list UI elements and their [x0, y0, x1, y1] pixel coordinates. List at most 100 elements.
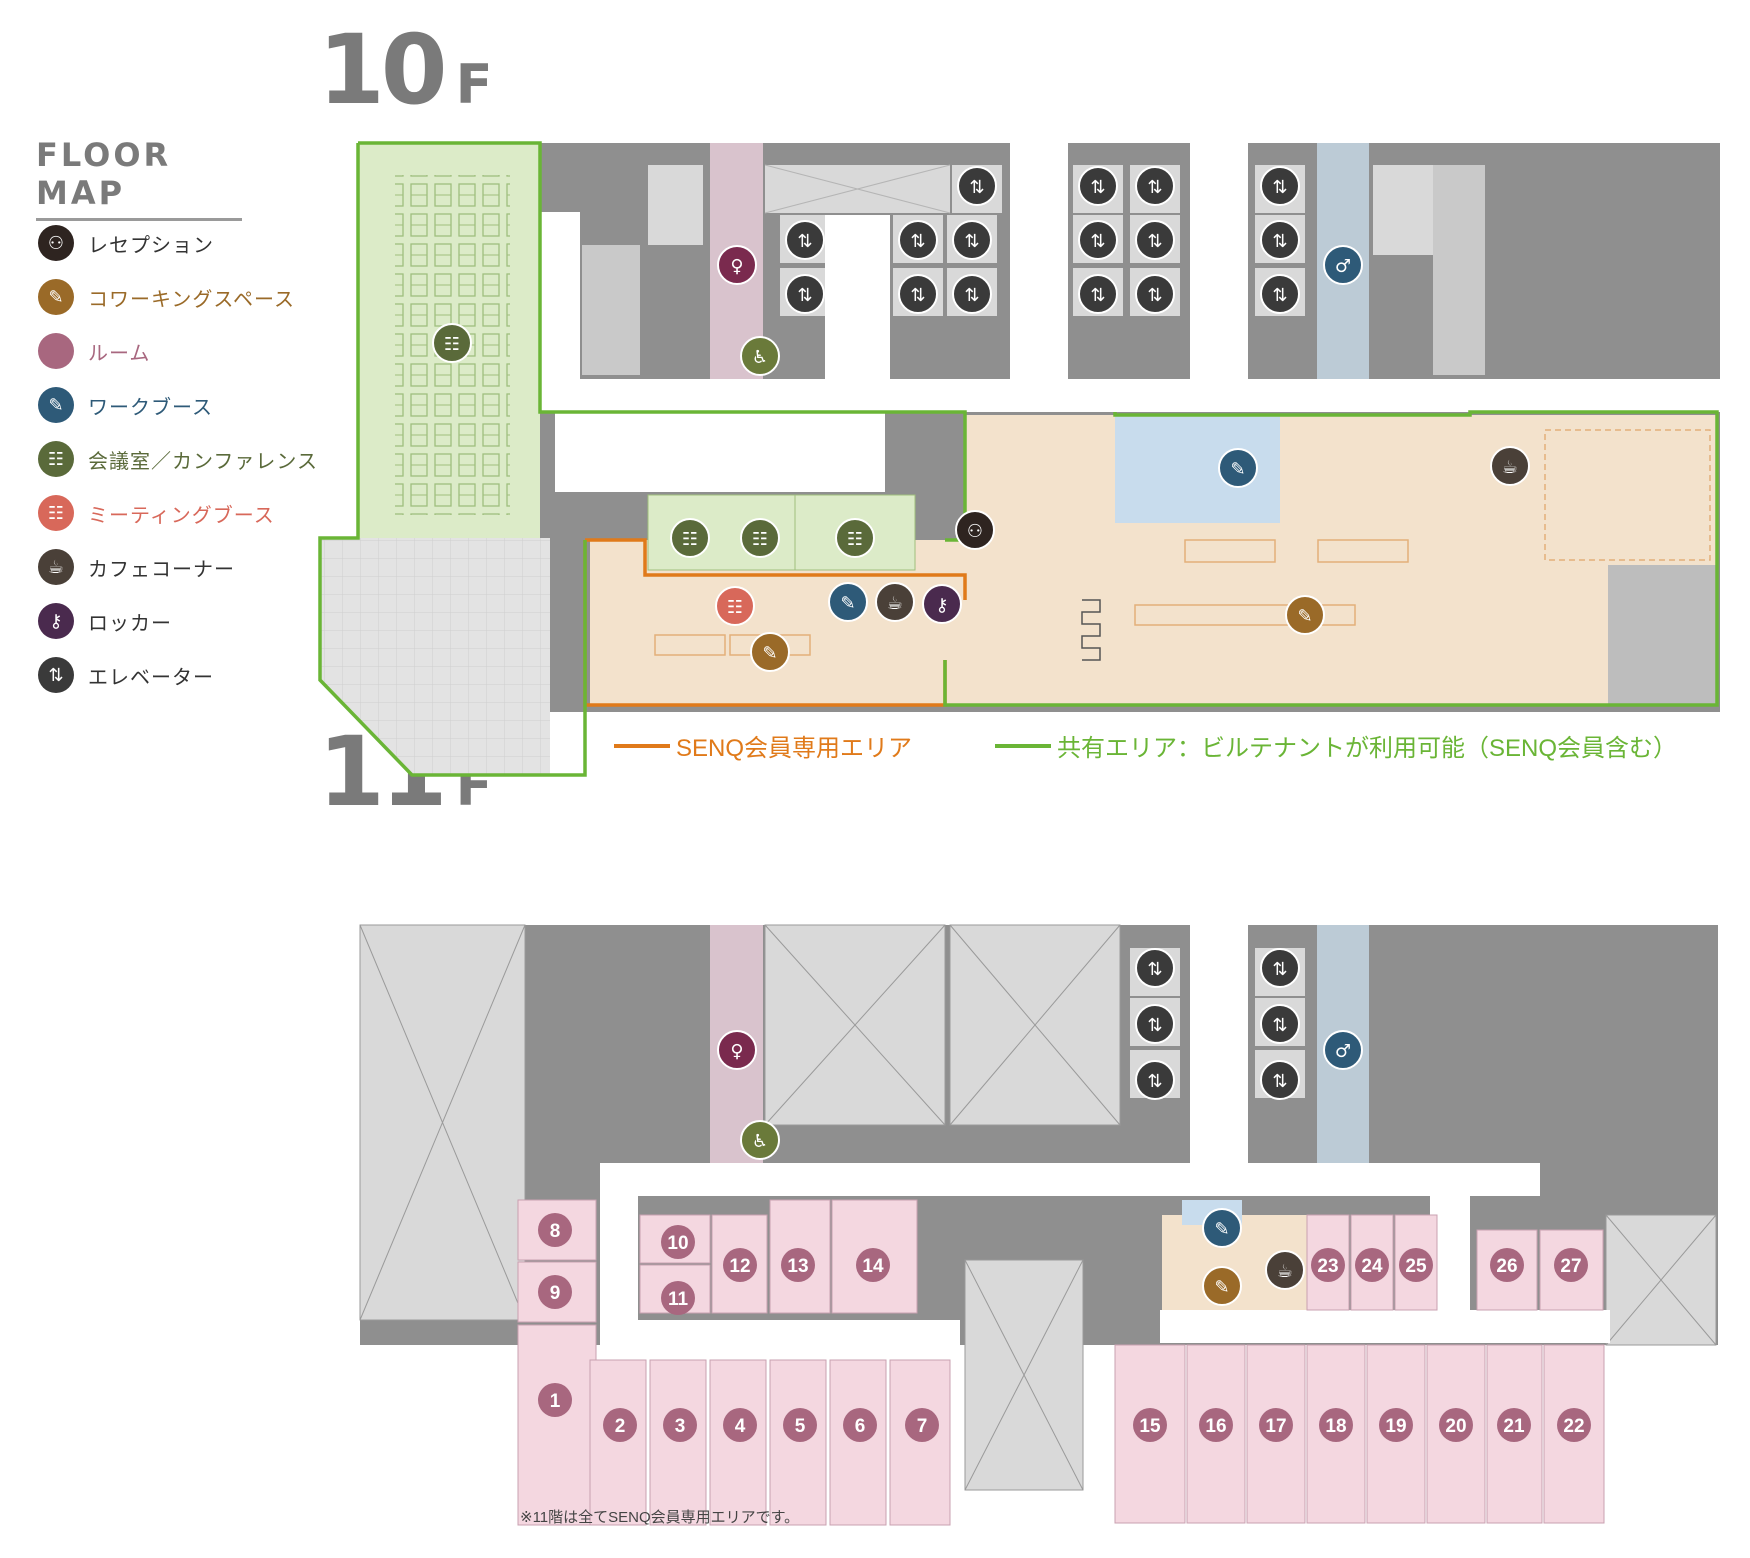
floor-10-suffix: F	[455, 53, 493, 116]
legend-item: ☷ミーティングブース	[38, 486, 318, 540]
workbooth-icon: ✎	[828, 582, 868, 622]
svg-text:☕: ☕	[1277, 1261, 1293, 1282]
svg-text:⇅: ⇅	[969, 177, 984, 198]
svg-text:⚷: ⚷	[935, 595, 948, 616]
room-number: 10	[667, 1233, 688, 1254]
shared-area-swatch	[995, 743, 1051, 748]
room-marker: 18	[1319, 1408, 1353, 1442]
room-marker: 10	[661, 1225, 695, 1259]
elevator-icon: ⇅	[1135, 948, 1175, 988]
svg-text:⇅: ⇅	[797, 285, 812, 306]
room-marker: 24	[1355, 1248, 1389, 1282]
elevator-icon: ⇅	[785, 220, 825, 260]
room-number: 2	[615, 1416, 626, 1437]
room-number: 7	[917, 1416, 928, 1437]
room-number: 24	[1361, 1256, 1383, 1277]
svg-text:⇅: ⇅	[1272, 177, 1287, 198]
cafe-icon: ☕	[38, 549, 74, 585]
legend-item-label: レセプション	[88, 234, 214, 257]
svg-text:♂: ♂	[1335, 1041, 1351, 1062]
accessible-icon: ♿	[740, 336, 780, 376]
room-number: 14	[862, 1256, 884, 1277]
svg-text:☷: ☷	[847, 529, 863, 550]
conference-icon: ☷	[835, 518, 875, 558]
svg-text:✎: ✎	[1230, 459, 1245, 480]
elevator-icon: ⇅	[1135, 1060, 1175, 1100]
elevator-icon: ⇅	[1078, 274, 1118, 314]
floor-10-number: 10	[318, 14, 448, 126]
elevator-icon: ⇅	[1135, 274, 1175, 314]
room-number: 25	[1405, 1256, 1427, 1277]
room-marker: 21	[1497, 1408, 1531, 1442]
workbooth-icon: ✎	[1202, 1208, 1242, 1248]
room-number: 20	[1445, 1416, 1466, 1437]
workbooth-icon: ✎	[38, 387, 74, 423]
locker-icon: ⚷	[922, 584, 962, 624]
meeting-booth-icon: ☷	[38, 495, 74, 531]
floor-10-map	[318, 141, 1720, 777]
room-marker: 7	[905, 1408, 939, 1442]
room-number: 5	[795, 1416, 806, 1437]
legend-item-label: 会議室／カンファレンス	[88, 450, 318, 473]
room-marker: 17	[1259, 1408, 1293, 1442]
conference-icon: ☷	[432, 323, 472, 363]
workbooth-icon: ✎	[1218, 448, 1258, 488]
elevator-icon: ⇅	[1260, 166, 1300, 206]
legend-item: ☕カフェコーナー	[38, 540, 318, 594]
legend-item: ⚇レセプション	[38, 216, 318, 270]
elevator-icon: ⇅	[1260, 948, 1300, 988]
svg-text:☷: ☷	[682, 529, 698, 550]
room-number: 26	[1496, 1256, 1517, 1277]
senq-area-legend: SENQ会員専用エリア	[614, 728, 912, 763]
shared-area-label: 共有エリア：ビルテナントが利用可能（SENQ会員含む）	[1057, 735, 1678, 762]
coworking-icon: ✎	[1285, 595, 1325, 635]
svg-text:⇅: ⇅	[797, 231, 812, 252]
elevator-icon: ⇅	[1078, 220, 1118, 260]
cafe-icon: ☕	[875, 582, 915, 622]
room-number: 27	[1560, 1256, 1581, 1277]
senq-area-border	[585, 538, 967, 600]
svg-text:☷: ☷	[444, 334, 460, 355]
senq-area-label: SENQ会員専用エリア	[676, 735, 913, 762]
svg-text:♿: ♿	[752, 347, 768, 368]
coworking-icon: ✎	[1202, 1266, 1242, 1306]
legend-title: FLOOR MAP	[36, 136, 242, 221]
elevator-icon: ⇅	[785, 274, 825, 314]
restroom-female-icon: ♀	[717, 245, 757, 285]
conference-icon: ☷	[740, 518, 780, 558]
map-icons: ⇅⇅⇅⇅⇅⇅⇅⇅⇅⇅⇅⇅⇅⇅⇅⇅♀♂♿☷☷☷☷☷✎☕⚷✎⚇✎☕✎♀♂♿⇅⇅⇅⇅⇅…	[432, 166, 1530, 1306]
svg-text:⇅: ⇅	[1272, 1071, 1287, 1092]
room-marker: 13	[781, 1248, 815, 1282]
legend-item: ☷会議室／カンファレンス	[38, 432, 318, 486]
svg-text:✎: ✎	[1297, 606, 1312, 627]
svg-text:⇅: ⇅	[1272, 1015, 1287, 1036]
room-number: 18	[1325, 1416, 1346, 1437]
svg-text:♂: ♂	[1335, 256, 1351, 277]
svg-text:☷: ☷	[752, 529, 768, 550]
elevator-icon: ⇅	[1260, 1004, 1300, 1044]
room-marker: 20	[1439, 1408, 1473, 1442]
room-marker: 6	[843, 1408, 877, 1442]
elevator-icon: ⇅	[898, 274, 938, 314]
legend-item-label: エレベーター	[88, 666, 214, 689]
room-marker: 15	[1133, 1408, 1167, 1442]
svg-text:⇅: ⇅	[1090, 177, 1105, 198]
svg-text:⇅: ⇅	[910, 285, 925, 306]
room-number: 3	[675, 1416, 686, 1437]
restroom-female-icon: ♀	[717, 1030, 757, 1070]
svg-text:⇅: ⇅	[1147, 231, 1162, 252]
room-icon	[38, 333, 74, 369]
room-marker: 3	[663, 1408, 697, 1442]
cafe-icon: ☕	[1490, 446, 1530, 486]
room-number: 16	[1205, 1416, 1226, 1437]
legend-list: ⚇レセプション✎コワーキングスペースルーム✎ワークブース☷会議室／カンファレンス…	[38, 216, 318, 702]
legend-item-label: ロッカー	[88, 612, 172, 635]
cafe-icon: ☕	[1265, 1250, 1305, 1290]
svg-text:⇅: ⇅	[964, 285, 979, 306]
room-marker: 23	[1311, 1248, 1345, 1282]
svg-text:☕: ☕	[887, 593, 903, 614]
elevator-icon: ⇅	[1078, 166, 1118, 206]
